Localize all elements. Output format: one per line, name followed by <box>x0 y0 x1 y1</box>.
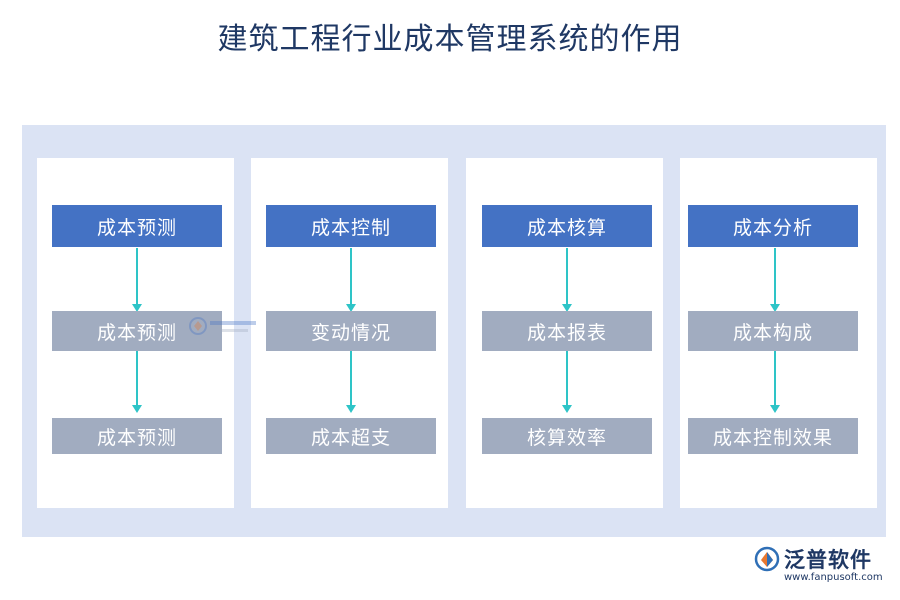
column-2-item-1-box: 变动情况 <box>266 311 436 351</box>
column-3-item-1-box: 成本报表 <box>482 311 652 351</box>
arrow-icon <box>562 351 572 413</box>
arrow-icon <box>132 351 142 413</box>
brand-logo: 泛普软件 www.fanpusoft.com <box>754 544 884 590</box>
arrow-icon <box>770 351 780 413</box>
arrow-icon <box>562 248 572 312</box>
arrow-icon <box>346 351 356 413</box>
column-3-item-2-box: 核算效率 <box>482 418 652 454</box>
column-3-head-box: 成本核算 <box>482 205 652 247</box>
brand-logo-icon <box>754 546 780 572</box>
arrow-icon <box>132 248 142 312</box>
column-1-item-2-box: 成本预测 <box>52 418 222 454</box>
watermark-logo <box>188 314 260 338</box>
brand-name: 泛普软件 <box>784 548 872 572</box>
column-4-head-box: 成本分析 <box>688 205 858 247</box>
column-1-item-1-box: 成本预测 <box>52 311 222 351</box>
column-1-head-box: 成本预测 <box>52 205 222 247</box>
column-4-item-1-box: 成本构成 <box>688 311 858 351</box>
arrow-icon <box>770 248 780 312</box>
column-4-item-2-box: 成本控制效果 <box>688 418 858 454</box>
column-2-item-2-box: 成本超支 <box>266 418 436 454</box>
column-2-head-box: 成本控制 <box>266 205 436 247</box>
brand-url: www.fanpusoft.com <box>784 572 883 583</box>
diagram-title: 建筑工程行业成本管理系统的作用 <box>217 22 683 57</box>
arrow-icon <box>346 248 356 312</box>
